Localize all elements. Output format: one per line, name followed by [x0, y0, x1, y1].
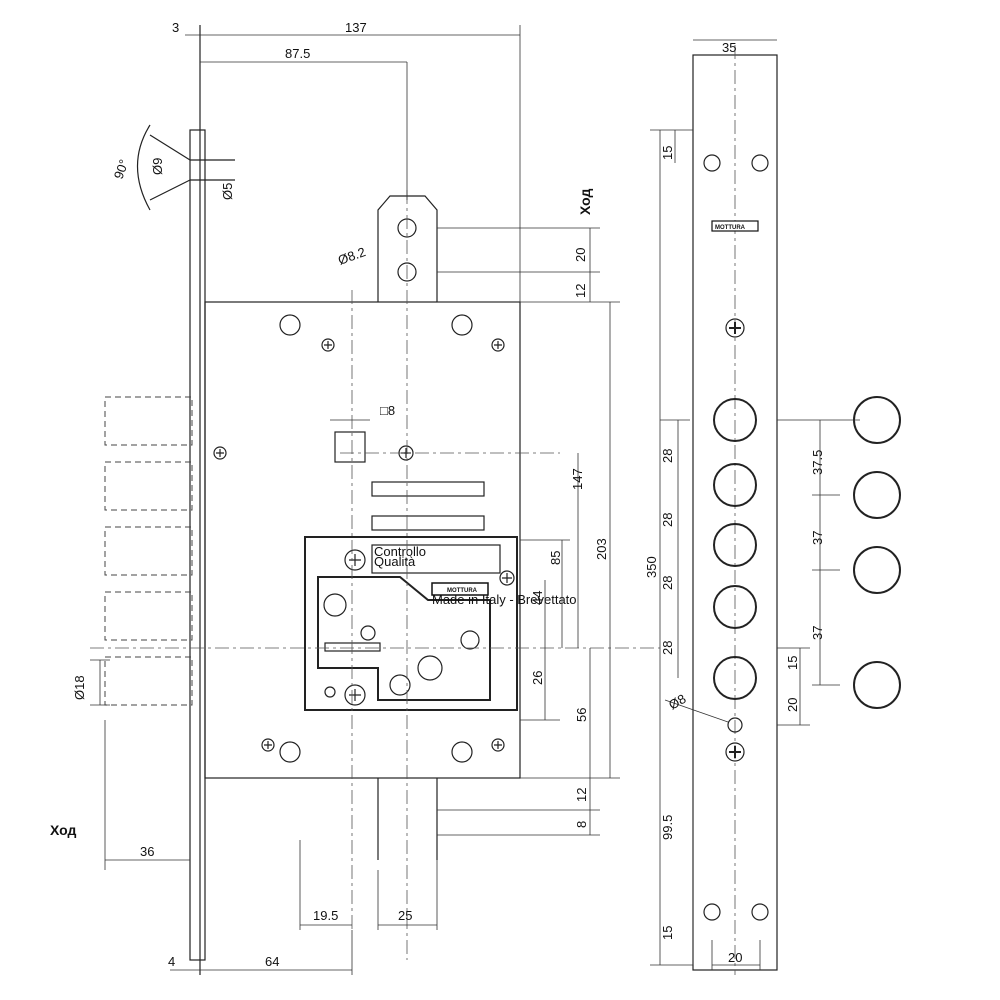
dim-28-3: 28 — [660, 576, 675, 590]
dim-28-4: 28 — [660, 641, 675, 655]
dim-37-2: 37 — [810, 626, 825, 640]
dim-dia-9: Ø9 — [150, 158, 165, 175]
dimension-labels: 3 137 87.5 90° Ø9 Ø5 Ход 20 Ø8.2 12 □8 1… — [50, 20, 609, 969]
dim-28-2: 28 — [660, 513, 675, 527]
dim-20-mid: 20 — [785, 698, 800, 712]
dim-20-top: 20 — [573, 248, 588, 262]
quality-label-2: Qualità — [374, 554, 416, 569]
screw-icons — [213, 314, 515, 763]
plate-brand-label: MOTTURA — [715, 225, 746, 231]
bolts — [104, 396, 193, 706]
dim-12-bottom: 12 — [574, 788, 589, 802]
dim-20-bottom: 20 — [728, 950, 742, 965]
dim-35: 35 — [722, 40, 736, 55]
lock-body: Controllo Qualità MOTTURA Made in Italy … — [90, 25, 660, 975]
dim-angle-90: 90° — [111, 157, 132, 181]
dim-3: 3 — [172, 20, 179, 35]
dim-dia-18: Ø18 — [72, 675, 87, 700]
faceplate: MOTTURA 35 15 28 28 28 28 350 15 20 Ø8 9… — [644, 39, 901, 975]
dim-8: 8 — [574, 821, 589, 828]
dim-37-1: 37 — [810, 531, 825, 545]
dim-28-1: 28 — [660, 449, 675, 463]
dim-56: 56 — [574, 708, 589, 722]
dim-37-5: 37.5 — [810, 450, 825, 475]
dim-44: 44 — [530, 591, 545, 605]
dim-99-5: 99.5 — [660, 815, 675, 840]
dim-203: 203 — [594, 538, 609, 560]
travel-label-top: Ход — [577, 188, 593, 215]
dim-15-mid: 15 — [785, 656, 800, 670]
dim-15-top: 15 — [660, 146, 675, 160]
dim-dia-8-2: Ø8.2 — [336, 244, 368, 268]
dim-137: 137 — [345, 20, 367, 35]
dim-64: 64 — [265, 954, 279, 969]
dim-19-5: 19.5 — [313, 908, 338, 923]
dim-dia-8: Ø8 — [666, 691, 689, 713]
dim-85: 85 — [548, 551, 563, 565]
dim-square-8: □8 — [380, 403, 395, 418]
dim-26: 26 — [530, 671, 545, 685]
bolt-ends — [853, 396, 901, 709]
dim-4: 4 — [168, 954, 175, 969]
dim-dia-5: Ø5 — [220, 183, 235, 200]
quality-label: Controllo — [374, 544, 426, 559]
dim-12-top: 12 — [573, 284, 588, 298]
dim-147: 147 — [570, 468, 585, 490]
dim-15-bottom: 15 — [660, 926, 675, 940]
travel-label-left: Ход — [50, 822, 77, 838]
bolt-holes — [713, 398, 757, 700]
dim-87-5: 87.5 — [285, 46, 310, 61]
dim-350: 350 — [644, 556, 659, 578]
dim-36: 36 — [140, 844, 154, 859]
dimension-lines — [90, 25, 620, 975]
dim-25: 25 — [398, 908, 412, 923]
made-in-label: Made in Italy - Brevettato — [432, 592, 577, 607]
brand-label: MOTTURA — [447, 588, 478, 594]
